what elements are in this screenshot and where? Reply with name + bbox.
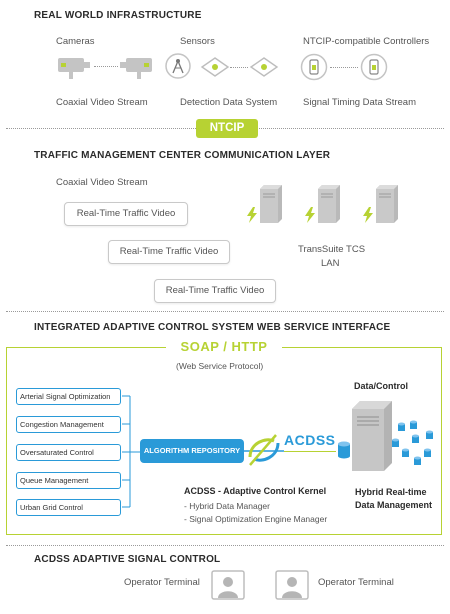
acdss-logo-icon xyxy=(244,431,284,474)
server-icon xyxy=(318,185,340,228)
operator-terminal-icon xyxy=(275,570,309,609)
video-feed-3: Real-Time Traffic Video xyxy=(154,279,276,303)
section-title-real-world: REAL WORLD INFRASTRUCTURE xyxy=(34,10,202,21)
operator-terminal-label: Operator Terminal xyxy=(318,577,394,588)
lan-label-line1: TransSuite TCS xyxy=(298,244,366,255)
data-control-label: Data/Control xyxy=(354,381,408,391)
protocol-subtitle: (Web Service Protocol) xyxy=(176,361,264,371)
acdss-connector xyxy=(284,451,336,452)
server-icon xyxy=(376,185,398,228)
operator-terminal-label: Operator Terminal xyxy=(124,577,200,588)
function-item: Arterial Signal Optimization xyxy=(16,388,121,405)
camera-link-line xyxy=(94,66,118,67)
video-feed-2: Real-Time Traffic Video xyxy=(108,240,230,264)
acdss-logo-text: ACDSS xyxy=(284,432,336,448)
function-item: Queue Management xyxy=(16,472,121,489)
detection-label: Detection Data System xyxy=(180,97,278,108)
controllers-label: NTCIP-compatible Controllers xyxy=(303,36,430,47)
section-divider xyxy=(6,545,444,546)
kernel-item: - Signal Optimization Engine Manager xyxy=(184,514,328,524)
function-item: Urban Grid Control xyxy=(16,499,121,516)
section-divider xyxy=(6,311,444,312)
camera-icon xyxy=(118,55,154,86)
video-feed-1: Real-Time Traffic Video xyxy=(64,202,188,226)
controller-link-line xyxy=(330,67,358,68)
coax-stream-label: Coaxial Video Stream xyxy=(56,97,148,108)
cameras-label: Cameras xyxy=(56,36,95,47)
function-item: Congestion Management xyxy=(16,416,121,433)
tmc-coax-stream-label: Coaxial Video Stream xyxy=(56,177,148,188)
database-icon xyxy=(338,441,350,464)
timing-label: Signal Timing Data Stream xyxy=(303,97,416,108)
lightning-icon xyxy=(362,207,374,228)
protocol-title: SOAP / HTTP xyxy=(166,339,282,355)
sensor-tower-icon xyxy=(165,53,191,86)
function-item: Oversaturated Control xyxy=(16,444,121,461)
section-title-acdss: ACDSS ADAPTIVE SIGNAL CONTROL xyxy=(34,554,221,565)
kernel-item: - Hybrid Data Manager xyxy=(184,501,270,511)
hybrid-label-line1: Hybrid Real-time xyxy=(355,487,427,497)
controller-icon xyxy=(300,53,328,86)
database-cluster-icon xyxy=(392,420,433,465)
kernel-title: ACDSS - Adaptive Control Kernel xyxy=(184,486,327,496)
sensors-label: Sensors xyxy=(180,36,215,47)
sensor-pad-icon xyxy=(249,56,279,83)
camera-icon xyxy=(56,55,92,86)
function-connector xyxy=(122,395,140,508)
main-server-icon xyxy=(352,401,392,476)
lan-label-line2: LAN xyxy=(321,258,340,269)
sensor-link-line xyxy=(230,67,248,68)
lightning-icon xyxy=(304,207,316,228)
controller-icon xyxy=(360,53,388,86)
sensor-pad-icon xyxy=(200,56,230,83)
ntcip-badge: NTCIP xyxy=(196,119,258,138)
section-title-integrated: INTEGRATED ADAPTIVE CONTROL SYSTEM WEB S… xyxy=(34,322,391,333)
lightning-icon xyxy=(246,207,258,228)
operator-terminal-icon xyxy=(211,570,245,609)
hybrid-label-line2: Data Management xyxy=(355,500,433,510)
algorithm-repository: ALGORITHM REPOSITORY xyxy=(140,439,244,463)
server-icon xyxy=(260,185,282,228)
section-title-tmc: TRAFFIC MANAGEMENT CENTER COMMUNICATION … xyxy=(34,150,331,161)
